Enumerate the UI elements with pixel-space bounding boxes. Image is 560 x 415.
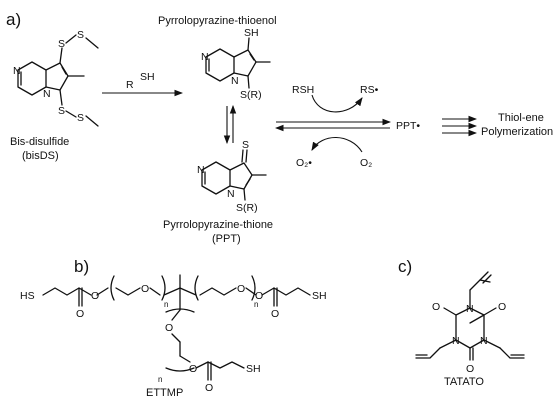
bisds-n-atom-2: N — [43, 88, 51, 100]
ettmp-o-ester-left: O — [91, 290, 99, 302]
ettmp-o-ether-down: O — [165, 322, 173, 334]
ettmp-o-carbonyl-left: O — [76, 308, 84, 320]
thioenol-structure — [205, 37, 271, 89]
tatato-name: TATATO — [444, 376, 484, 388]
bisds-name: Bis-disulfide — [10, 136, 69, 148]
bisds-s-atom-1: S — [58, 38, 65, 50]
ettmp-o-carbonyl-right: O — [271, 308, 279, 320]
bisds-s-atom-3: S — [58, 105, 65, 117]
ettmp-n-down: n — [158, 375, 162, 384]
tatato-structure — [415, 271, 525, 361]
reagent-sh: SH — [140, 71, 155, 83]
thiol-curved-arrow — [311, 94, 363, 113]
thioenol-sh-group: SH — [244, 27, 259, 39]
thione-title: Pyrrolopyrazine-thione — [163, 219, 273, 231]
ettmp-o-ester-down: O — [189, 363, 197, 375]
ettmp-sh-bottom: SH — [246, 363, 261, 375]
thioenol-sr-group: S(R) — [240, 89, 262, 101]
thione-structure — [201, 149, 267, 201]
oxygen-curved-arrow — [311, 137, 363, 153]
thioenol-n-atom-2: N — [231, 75, 239, 87]
ettmp-sh-right: SH — [312, 290, 327, 302]
ettmp-o-ether-right: O — [237, 283, 245, 295]
thione-n-atom-2: N — [227, 188, 235, 200]
ettmp-o-carbonyl-down: O — [205, 382, 213, 394]
product-label-line2: Polymerization — [481, 126, 553, 138]
panel-a-label: a) — [6, 10, 21, 29]
thioenol-title: Pyrrolopyrazine-thioenol — [158, 15, 277, 27]
ettmp-hs-group: HS — [20, 290, 35, 302]
tatato-o-right: O — [498, 301, 506, 313]
tatato-o-left: O — [432, 301, 440, 313]
tatato-n-left: N — [452, 335, 460, 347]
superoxide-label: O₂• — [296, 157, 312, 169]
ettmp-structure — [42, 274, 311, 381]
tatato-n-right: N — [480, 335, 488, 347]
bisds-s-atom-4: S — [77, 112, 84, 124]
thione-n-atom-1: N — [197, 164, 205, 176]
bisds-n-atom-1: N — [13, 65, 21, 77]
ppt-radical-label: PPT• — [396, 120, 420, 132]
ettmp-n-right: n — [254, 300, 258, 309]
tatato-o-bottom: O — [466, 363, 474, 375]
rsh-label: RSH — [292, 84, 314, 96]
product-label-line1: Thiol-ene — [498, 112, 544, 124]
panel-c-label: c) — [398, 257, 412, 276]
thione-sr-group: S(R) — [236, 202, 258, 214]
ettmp-o-ester-right: O — [255, 290, 263, 302]
panel-b-label: b) — [74, 257, 89, 276]
bisds-abbrev: (bisDS) — [22, 150, 59, 162]
oxygen-label: O₂ — [360, 157, 372, 169]
bisds-structure — [17, 34, 99, 127]
thione-abbrev: (PPT) — [212, 233, 241, 245]
rs-radical-label: RS• — [360, 84, 379, 96]
tatato-n-top: N — [466, 303, 474, 315]
thione-s-atom: S — [242, 139, 249, 151]
ettmp-n-left: n — [164, 300, 168, 309]
thioenol-n-atom-1: N — [201, 51, 209, 63]
bisds-s-atom-2: S — [77, 29, 84, 41]
reagent-r: R — [126, 79, 134, 91]
ettmp-o-ether-left: O — [141, 283, 149, 295]
ettmp-name: ETTMP — [146, 387, 183, 399]
